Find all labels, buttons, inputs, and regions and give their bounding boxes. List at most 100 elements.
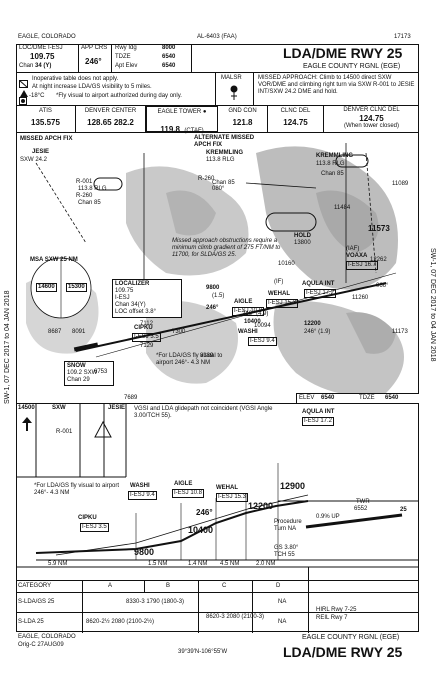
alt-9800-plan: 9800 (206, 285, 220, 291)
spot-elev: 12262 (370, 257, 387, 263)
footer-amendment: Orig-C 27AUG09 (18, 642, 64, 648)
comm-atis-label: ATIS (39, 108, 52, 114)
cipku-dme: I-ESJ 3.5 (132, 333, 161, 342)
profile-aqula: AQULA INT (302, 409, 335, 415)
comm-center-label: DENVER CENTER (84, 108, 137, 114)
cat-b-header: B (166, 583, 171, 589)
profile-aigle-dme: I-ESJ 10.8 (172, 489, 205, 498)
dist-segment: 1.5 NM (148, 561, 168, 567)
minimums-row: S-LDA 25 8620-2½ 2080 (2100-2½) 8620-3 2… (16, 613, 419, 633)
approach-lights-icon (229, 84, 239, 100)
footer-title: LDA/DME RWY 25 (283, 644, 403, 660)
voaxa-label: VOAXA (346, 253, 368, 259)
wehal-label: WEHAL (268, 291, 290, 297)
profile-graphics (16, 403, 419, 568)
comm-tower: EAGLE TOWER ● 119.8 (CTAF) (146, 106, 218, 134)
table-divider (308, 567, 309, 633)
footer-airport: EAGLE COUNTY RGNL (EGE) (302, 634, 400, 641)
twr-alt: 6552 (354, 506, 368, 512)
alt-missed-fix-label: ALTERNATE MISSED APCH FIX (194, 135, 255, 148)
profile-alt-12900: 12900 (280, 481, 306, 491)
comm-denver-clnc-label: DENVER CLNC DEL (343, 107, 400, 113)
spot-elev: 11573 (368, 224, 390, 233)
aigle-label: AIGLE (234, 299, 253, 305)
elev-tdze-strip: ELEV 6540 TDZE 6540 (296, 393, 419, 403)
loc-dme-cell: LOC/DME I-ESJ 109.75 Chan 34 (Y) (16, 44, 79, 73)
spot-elev: 7112 (140, 321, 153, 327)
twr-label: TWR (356, 499, 370, 505)
table-divider (252, 581, 253, 633)
kremmling-freq-2: 113.8 RLG (316, 161, 345, 167)
app-crs-label: APP CRS (81, 45, 108, 51)
cold-temp: -18°C (29, 93, 45, 99)
wehal-dme: I-ESJ 15.3 (266, 299, 299, 308)
minimums-header-row: CATEGORY A B C D (16, 581, 419, 593)
spot-elev: 11173 (392, 329, 408, 335)
washi-label: WASHI (238, 329, 258, 335)
apt-elev-label: Apt Elev (115, 63, 138, 69)
final-course-246: 246° (206, 305, 219, 311)
kremmling-freq-1: 113.8 RLG (206, 157, 235, 163)
header-location: EAGLE, COLORADO (18, 34, 76, 40)
table-divider (82, 581, 83, 633)
tdze-value: 6540 (162, 54, 176, 60)
loc-ident: I-ESJ (48, 45, 63, 51)
note-3: *Fly visual to airport authorized during… (56, 93, 182, 99)
localizer-label: LOCALIZER (115, 281, 150, 287)
localizer-box: LOCALIZER 109.75 I-ESJ Chan 34(Y) LOC of… (112, 279, 182, 318)
profile-sxw: SXW (52, 405, 66, 411)
msa-sector-a: 14600 (36, 283, 57, 292)
profile-aqula-dme: I-ESJ 17.2 (302, 417, 335, 426)
profile-tch: TCH 55 (274, 552, 295, 558)
obstruction-note: Missed approach obstructions require a m… (172, 238, 281, 258)
briefing-strip: LOC/DME I-ESJ 109.75 Chan 34 (Y) APP CRS… (16, 44, 419, 73)
radial-r001: R-001 (76, 179, 93, 185)
radial-r260-left: R-260 (76, 193, 93, 199)
washi-dme: I-ESJ 9.4 (248, 337, 277, 346)
planview-terrain (26, 143, 404, 396)
snow-label: SNOW (67, 363, 86, 369)
cat-d-header: D (276, 583, 281, 589)
profile-wehal-dme: I-ESJ 15.3 (216, 493, 249, 502)
spot-elev: 6753 (94, 369, 108, 375)
alternate-warning-icon (20, 84, 28, 97)
comm-atis-freq: 135.575 (31, 118, 60, 127)
hold-alt: 13800 (294, 240, 311, 246)
kremmling-label-2: KREMMLING (316, 153, 353, 159)
voaxa-dme: I-ESJ 16.7 (346, 261, 379, 270)
comm-tower-ctaf: (CTAF) (184, 128, 204, 134)
comm-ground-freq: 121.8 (232, 118, 253, 127)
dist-segment: 1.4 NM (188, 561, 208, 567)
course-066: 066° (376, 283, 389, 289)
minimums-row-na: NA (278, 619, 287, 625)
app-crs-cell: APP CRS 246° (79, 44, 112, 73)
minimums-row-value: 8330-3 1790 (1800-3) (126, 599, 185, 605)
iaf-label: (IAF) (346, 246, 360, 252)
airport-name: EAGLE COUNTY RGNL (EGE) (303, 63, 401, 70)
rlg-chan-left: Chan 85 (78, 200, 101, 206)
chart-title: LDA/DME RWY 25 (283, 45, 403, 61)
spot-elev: 10094 (254, 323, 271, 329)
aigle-dme: I-ESJ 10.8 (232, 307, 265, 316)
footer-location: EAGLE, COLORADO (18, 634, 76, 640)
header-faa-number: AL-6403 (FAA) (197, 34, 237, 40)
snow-freq: 109.2 SXW (67, 370, 98, 376)
header-chart-number: 17173 (394, 34, 411, 40)
profile-r001: R-001 (56, 429, 73, 435)
hold-label: HOLD (294, 233, 311, 239)
vgsi-note: VGSI and LDA glidepath not coincident (V… (134, 406, 273, 419)
profile-alt-14500: 14500 (18, 405, 35, 411)
profile-alt-9800: 9800 (134, 547, 155, 557)
comm-denver-clearance: DENVER CLNC DEL 124.75 (When tower close… (324, 106, 419, 132)
snow-chan: Chan 29 (67, 377, 90, 383)
elev-label: ELEV (299, 395, 315, 401)
spot-elev: 7689 (124, 395, 138, 401)
radial-080: 080° (212, 186, 225, 192)
aqula-label: AQULA INT (302, 281, 335, 287)
tdze-label-strip: TDZE (359, 395, 375, 401)
dist-98: (1.5) (212, 293, 225, 299)
aqula-dme: I-ESJ 17.2 (304, 289, 337, 298)
inop-table-icon (19, 75, 28, 88)
rlg-freq-left: 113.8 RLG (78, 186, 107, 192)
climb-arrow-icon (22, 417, 32, 431)
